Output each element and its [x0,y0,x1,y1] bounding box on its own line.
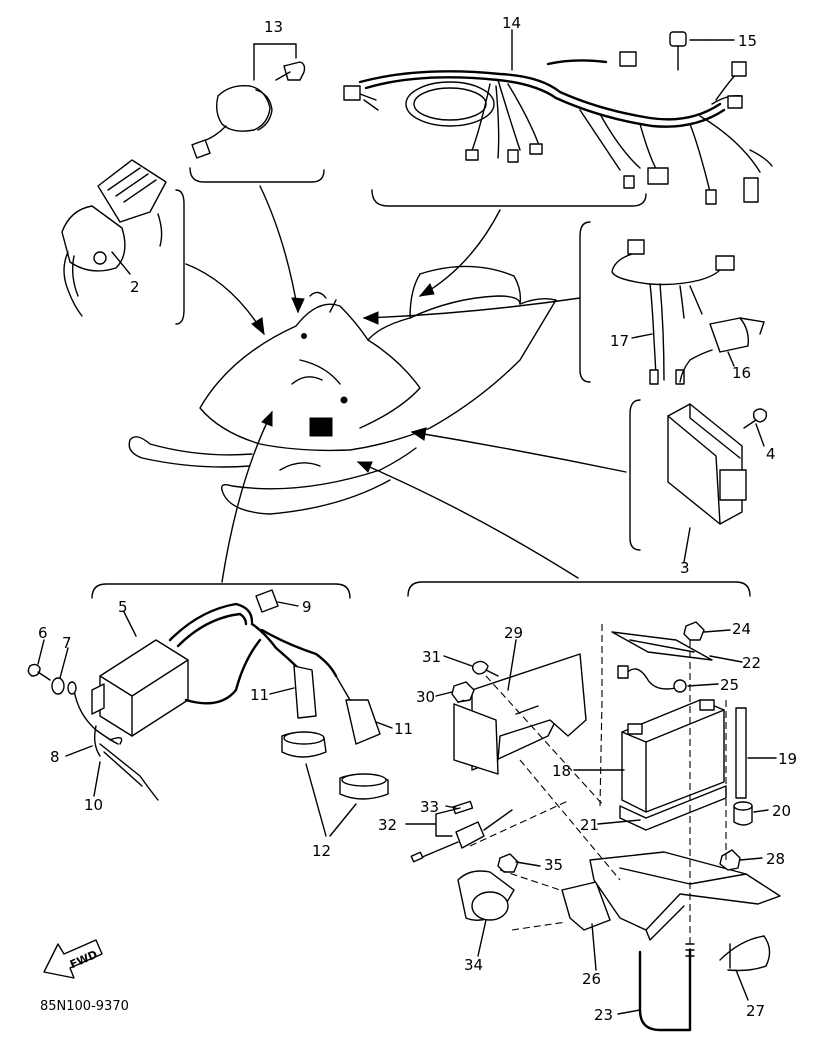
callout-5: 5 [118,598,128,616]
nut-part-24 [683,621,705,641]
callout-20: 20 [772,802,791,820]
callout-leader-lines [37,29,777,1015]
callout-8: 8 [50,748,60,766]
callout-33: 33 [420,798,439,816]
plug-cap-part-11a [250,622,317,719]
plug-boot-part-12 [281,731,389,800]
bolt-part-6 [27,663,51,681]
plate-part-30-side [453,703,499,775]
leader-arrows [185,185,627,583]
battery-box-frame [589,851,781,941]
group-brackets [91,167,751,599]
callout-25: 25 [720,676,739,694]
callout-15: 15 [738,32,757,50]
cap-part-20 [733,801,753,826]
callout-35: 35 [544,856,563,874]
callout-18: 18 [552,762,571,780]
callout-29: 29 [504,624,523,642]
clamp-part-9 [255,589,279,613]
callout-4: 4 [766,445,776,463]
bracket-part-26 [561,881,611,931]
sub-harness-part-17 [611,239,735,385]
handlebar-switch-part-2 [61,159,167,317]
key-part-15 [669,31,707,71]
callout-22: 22 [742,654,761,672]
callout-23: 23 [594,1006,613,1024]
strap-part-22 [611,631,713,661]
callout-19: 19 [778,750,797,768]
callout-13: 13 [264,18,283,36]
callout-2: 2 [130,278,140,296]
nut-part-28 [719,849,741,871]
callout-26: 26 [582,970,601,988]
callout-30: 30 [416,688,435,706]
wire-harness-part-14 [343,51,773,205]
callout-21: 21 [580,816,599,834]
clamp-part-27 [719,935,771,972]
callout-27: 27 [746,1002,765,1020]
callout-10: 10 [84,796,103,814]
pad-part-21 [619,785,727,831]
forward-direction-arrow: FWD [43,939,103,979]
callout-9: 9 [302,598,312,616]
screw-part-4 [743,408,768,429]
callout-6: 6 [38,624,48,642]
screw-part-31 [471,660,499,677]
fuse-part-33 [452,800,474,815]
callout-7: 7 [62,634,72,652]
callout-31: 31 [422,648,441,666]
callout-28: 28 [766,850,785,868]
callout-11b: 11 [394,720,413,738]
callout-32: 32 [378,816,397,834]
lead-part-25 [617,665,687,693]
callout-17: 17 [610,332,629,350]
main-switch-part-13 [191,43,306,159]
callout-numbers: 2 3 4 5 6 7 8 9 10 11 11 12 13 14 15 16 … [38,14,797,1024]
callout-11a: 11 [250,686,269,704]
fuse-holder-part-32 [410,809,513,863]
callout-34: 34 [464,956,483,974]
u-bolt-part-23 [638,943,695,1032]
drawing-code: 85N100-9370 [40,999,129,1014]
tube-part-19 [735,707,747,799]
callout-14: 14 [502,14,521,32]
callout-12: 12 [312,842,331,860]
nut-part-35 [497,853,519,873]
leads-part-10 [99,737,159,801]
part-12-leader [305,763,357,837]
ground-lead-part-8 [67,681,119,745]
callout-3: 3 [680,559,690,577]
battery-part-18 [621,699,725,813]
cdi-unit-part-3 [667,403,747,525]
relay-part-34 [457,870,515,921]
ignition-coil-part-5 [91,602,262,757]
callout-16: 16 [732,364,751,382]
toggle-switch-part-16 [679,317,765,383]
plug-cap-part-11b [260,628,381,745]
washer-part-7 [51,677,65,695]
callout-24: 24 [732,620,751,638]
nut-part-30 [451,681,475,703]
snowmobile-outline [128,265,557,515]
